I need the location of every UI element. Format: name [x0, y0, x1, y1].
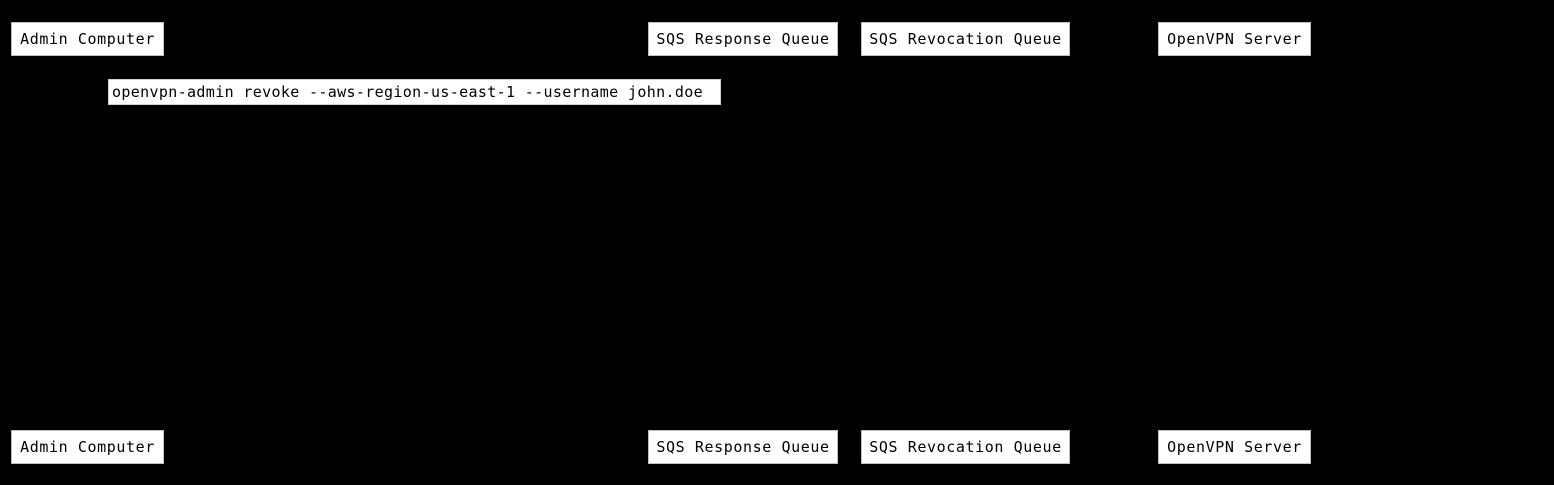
participant-header-sqs-response-queue[interactable]: SQS Response Queue — [648, 22, 838, 56]
lifeline-openvpn-server — [1234, 56, 1235, 430]
participant-footer-admin-computer-label: Admin Computer — [20, 437, 155, 456]
message-label-revoke-command[interactable]: openvpn-admin revoke --aws-region-us-eas… — [108, 79, 721, 105]
lifeline-sqs-response-queue — [743, 56, 744, 430]
participant-footer-sqs-response-queue-label: SQS Response Queue — [656, 437, 830, 456]
participant-header-openvpn-server[interactable]: OpenVPN Server — [1158, 22, 1311, 56]
participant-footer-sqs-response-queue[interactable]: SQS Response Queue — [648, 430, 838, 464]
participant-header-sqs-response-queue-label: SQS Response Queue — [656, 29, 830, 48]
lifeline-admin-computer — [87, 56, 88, 430]
participant-header-sqs-revocation-queue-label: SQS Revocation Queue — [869, 29, 1062, 48]
message-label-revoke-command-text: openvpn-admin revoke --aws-region-us-eas… — [112, 82, 703, 101]
participant-footer-openvpn-server-label: OpenVPN Server — [1167, 437, 1302, 456]
participant-header-admin-computer[interactable]: Admin Computer — [11, 22, 164, 56]
participant-footer-openvpn-server[interactable]: OpenVPN Server — [1158, 430, 1311, 464]
participant-header-admin-computer-label: Admin Computer — [20, 29, 155, 48]
lifeline-sqs-revocation-queue — [965, 56, 966, 430]
participant-header-sqs-revocation-queue[interactable]: SQS Revocation Queue — [861, 22, 1070, 56]
participant-footer-sqs-revocation-queue-label: SQS Revocation Queue — [869, 437, 1062, 456]
participant-header-openvpn-server-label: OpenVPN Server — [1167, 29, 1302, 48]
participant-footer-sqs-revocation-queue[interactable]: SQS Revocation Queue — [861, 430, 1070, 464]
participant-footer-admin-computer[interactable]: Admin Computer — [11, 430, 164, 464]
